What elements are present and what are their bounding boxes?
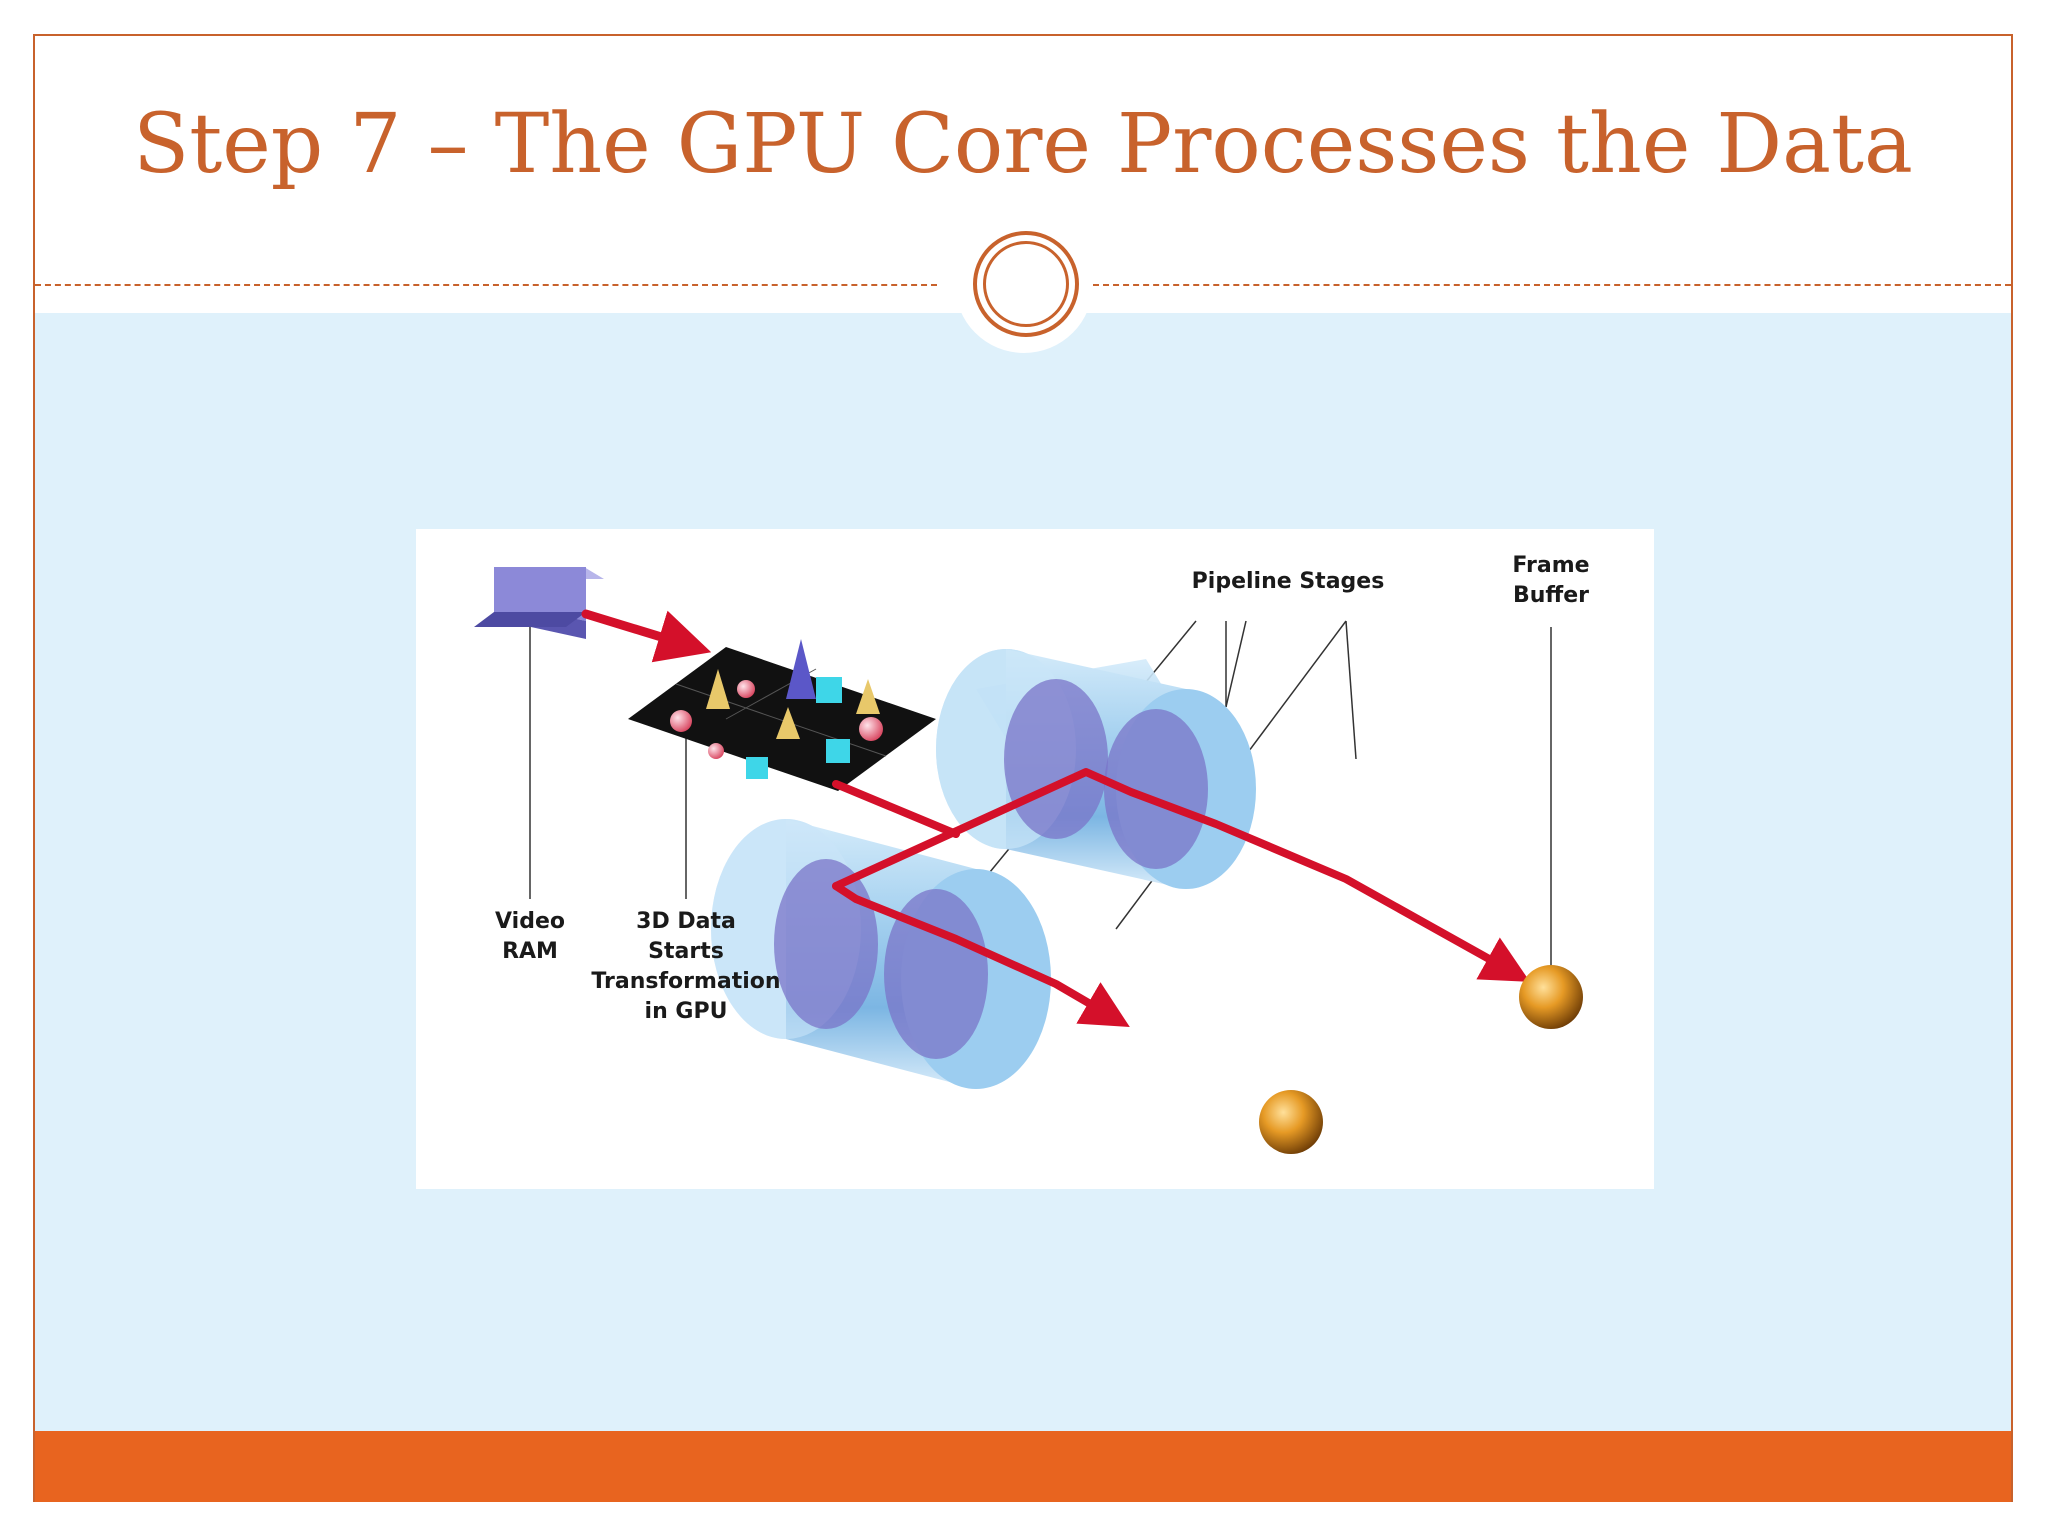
data-flow-arrows — [581, 609, 1530, 1028]
output-ball-icon — [1259, 1090, 1323, 1154]
slide-title: Step 7 – The GPU Core Processes the Data — [133, 97, 1913, 192]
label-pipeline-stages: Pipeline Stages — [1191, 569, 1385, 594]
label-3d-data-transformation: 3D Data Starts Transformation in GPU — [591, 909, 781, 1024]
gpu-pipeline-diagram: Pipeline Stages Frame Buffer Video RAM 3… — [416, 529, 1654, 1189]
title-divider-left — [35, 284, 937, 286]
pipeline-leader-1 — [1225, 620, 1247, 708]
pipeline-cylinder-upper — [936, 649, 1256, 889]
3d-data-plane — [628, 639, 936, 791]
circle-ornament-inner — [983, 241, 1069, 327]
gpu-pipeline-illustration — [474, 567, 1583, 1154]
pipeline-leader-4 — [1345, 620, 1357, 760]
video-ram-block — [474, 567, 604, 639]
label-video-ram: Video RAM — [495, 909, 565, 964]
footer-bar — [35, 1431, 2011, 1502]
frame-buffer-ball-icon — [1519, 965, 1583, 1029]
title-divider-right — [1093, 284, 2011, 286]
label-frame-buffer: Frame Buffer — [1512, 553, 1590, 608]
